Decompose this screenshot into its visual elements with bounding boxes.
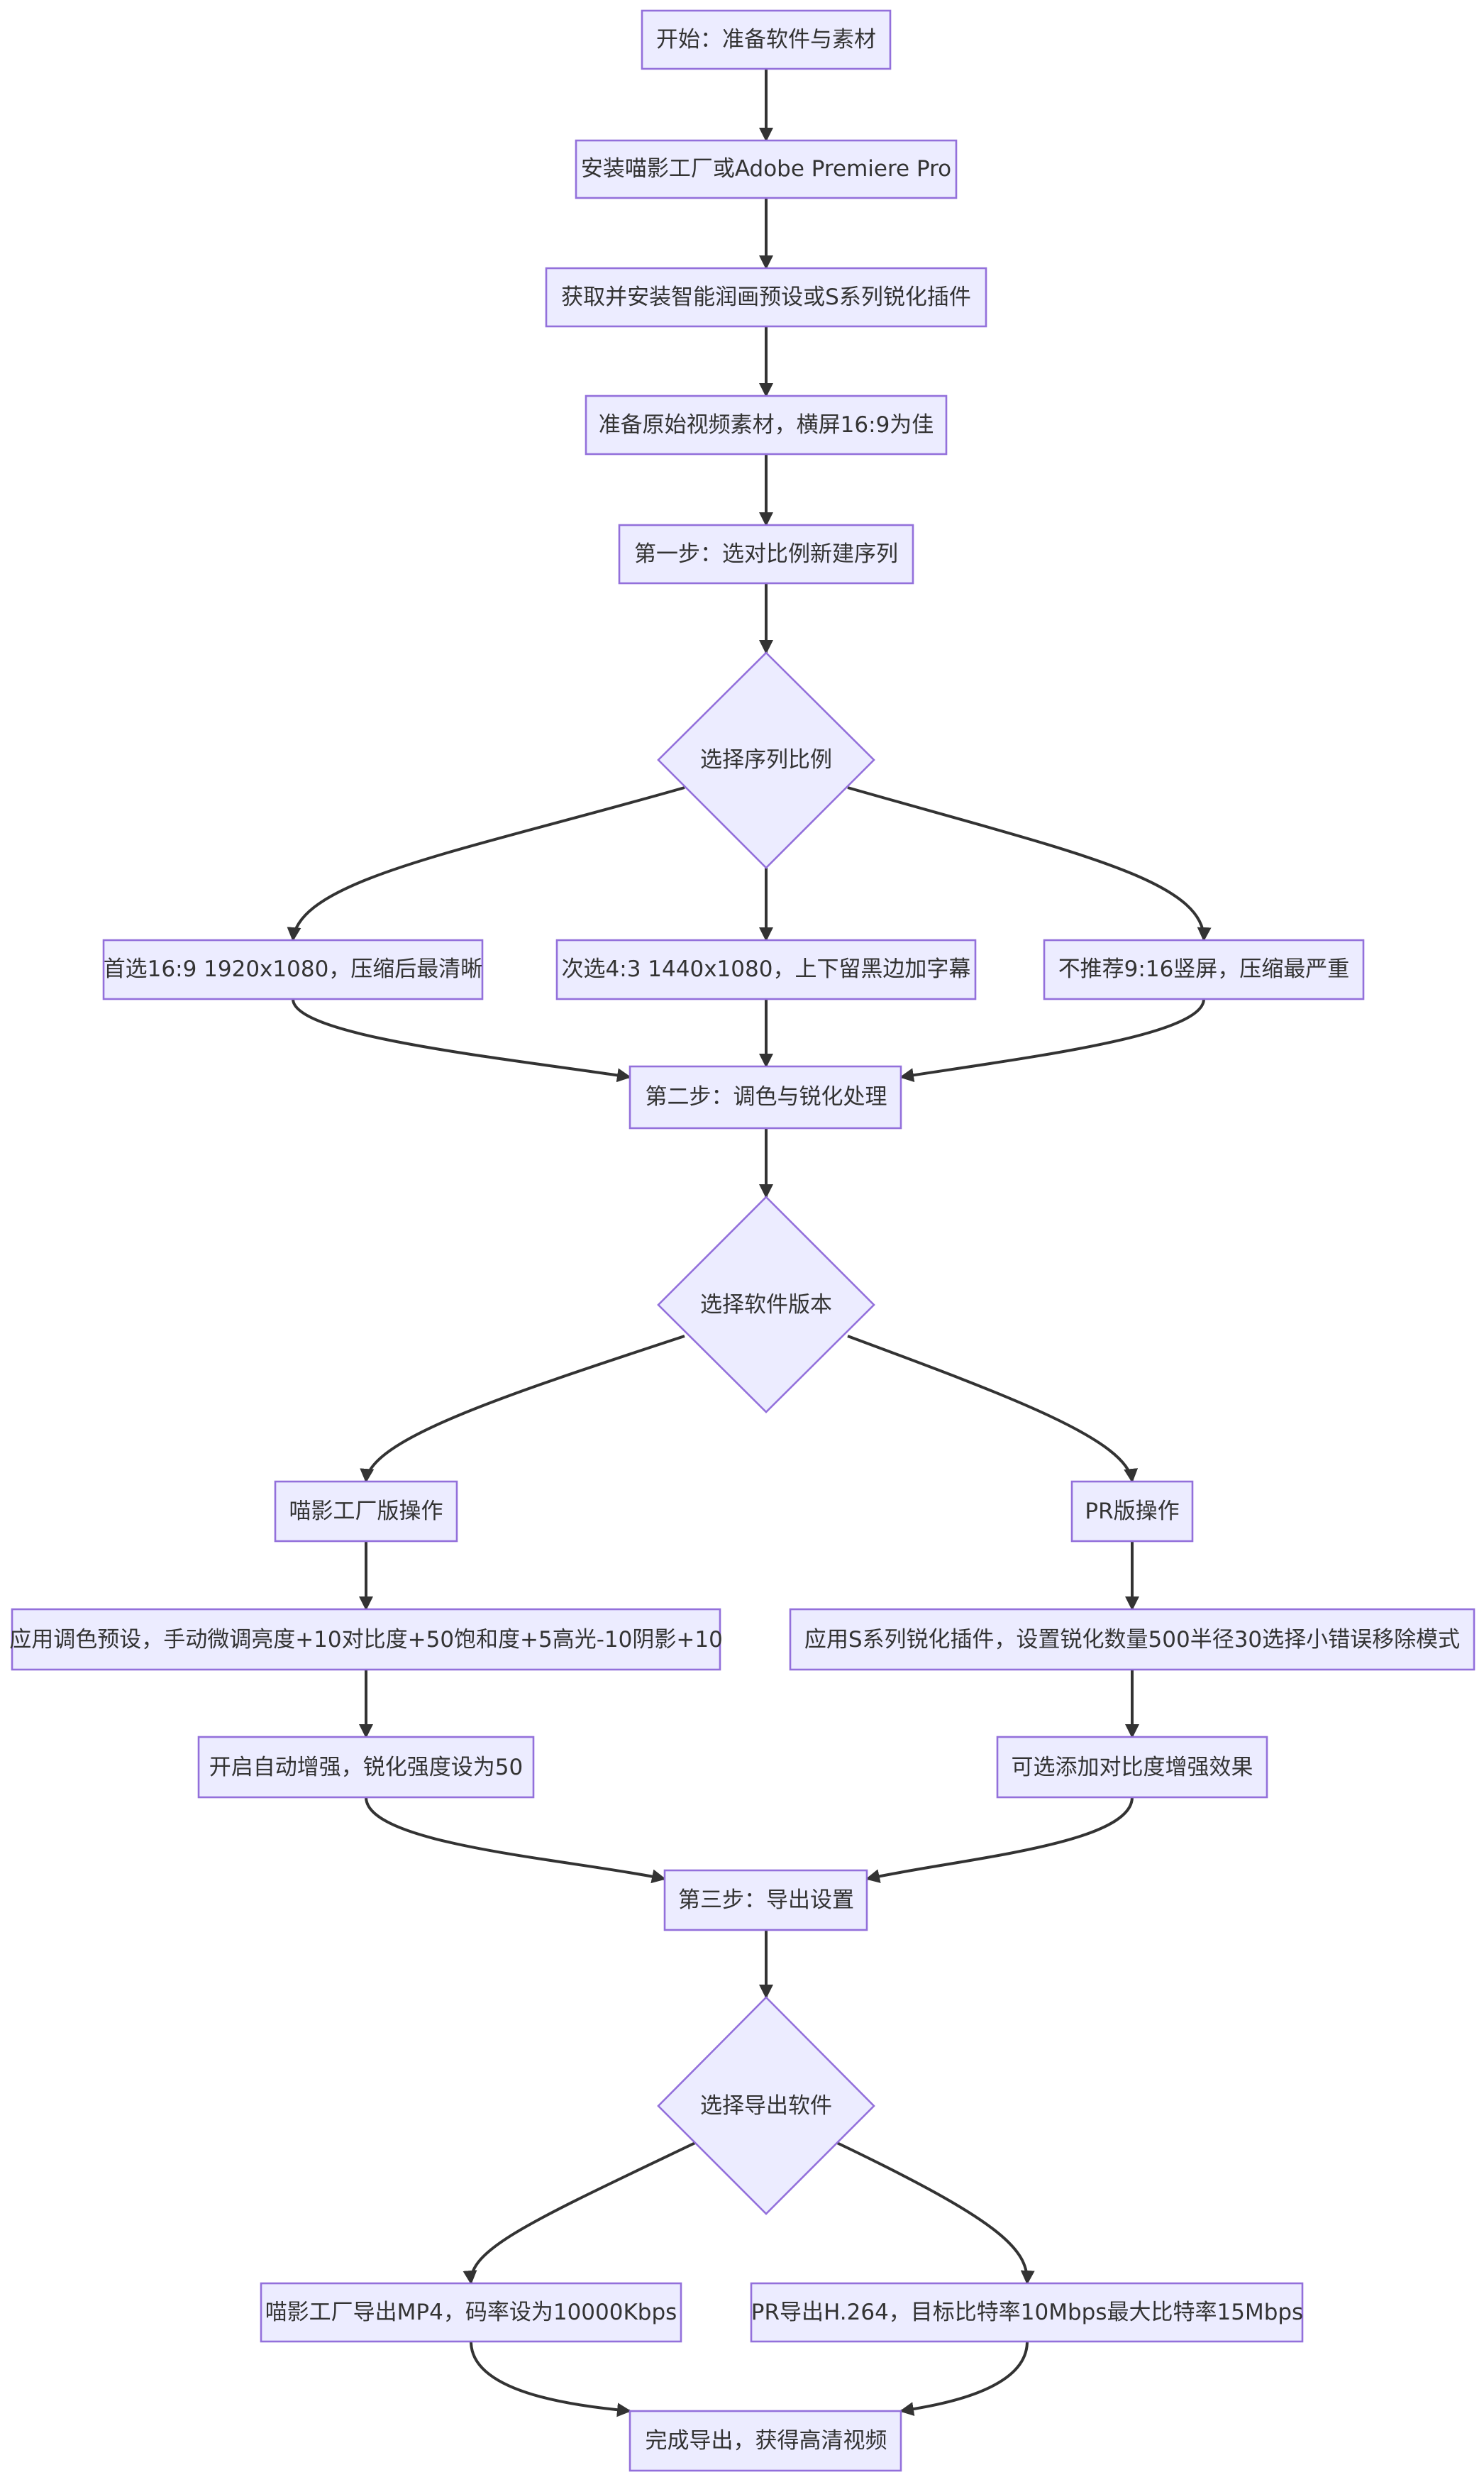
- node-pr-contrast-label: 可选添加对比度增强效果: [1012, 1755, 1253, 1780]
- node-ratio-43-box: [555, 939, 977, 1000]
- node-software-decision-label: 选择软件版本: [700, 1292, 832, 1318]
- node-plugin: 获取并安装智能润画预设或S系列锐化插件: [545, 267, 987, 328]
- node-miao-ops: 喵影工厂版操作: [274, 1480, 458, 1543]
- node-done-box: [629, 2410, 902, 2472]
- node-start-label: 开始：准备软件与素材: [656, 27, 876, 53]
- node-step2-box: [629, 1065, 902, 1130]
- node-ratio-43-label: 次选4:3 1440x1080，上下留黑边加字幕: [562, 956, 971, 982]
- node-step1-label: 第一步：选对比例新建序列: [634, 541, 898, 567]
- node-done: 完成导出，获得高清视频: [629, 2410, 902, 2472]
- node-miao-color-label: 应用调色预设，手动微调亮度+10对比度+50饱和度+5高光-10阴影+10: [9, 1627, 723, 1653]
- node-miao-enhance: 开启自动增强，锐化强度设为50: [197, 1736, 535, 1799]
- node-install: 安装喵影工厂或Adobe Premiere Pro: [575, 139, 958, 199]
- node-pr-export-box: [750, 2282, 1304, 2343]
- edges: [287, 69, 1212, 2417]
- edge-pr-contrast-to-step3: [865, 1797, 1134, 1883]
- node-ratio-916-label: 不推荐9:16竖屏，压缩最严重: [1058, 956, 1350, 982]
- node-pr-ops-box: [1070, 1480, 1194, 1543]
- node-step3: 第三步：导出设置: [663, 1869, 868, 1931]
- node-miao-enhance-box: [197, 1736, 535, 1799]
- node-miao-export: 喵影工厂导出MP4，码率设为10000Kbps: [260, 2282, 682, 2343]
- node-miao-color-box: [11, 1608, 721, 1671]
- node-pr-contrast: 可选添加对比度增强效果: [996, 1736, 1268, 1799]
- node-pr-sharpen-box: [789, 1608, 1475, 1671]
- edge-miao-export-to-done: [470, 2341, 631, 2417]
- node-export-decision: 选择导出软件: [657, 1996, 875, 2215]
- node-pr-export-label: PR导出H.264，目标比特率10Mbps最大比特率15Mbps: [751, 2300, 1303, 2325]
- node-done-label: 完成导出，获得高清视频: [646, 2428, 887, 2454]
- node-footage: 准备原始视频素材，横屏16:9为佳: [585, 395, 948, 456]
- node-plugin-label: 获取并安装智能润画预设或S系列锐化插件: [561, 285, 971, 310]
- edge-pr-export-to-done: [899, 2341, 1029, 2417]
- node-ratio-916-box: [1043, 939, 1365, 1000]
- node-pr-sharpen: 应用S系列锐化插件，设置锐化数量500半径30选择小错误移除模式: [789, 1608, 1475, 1671]
- node-step2: 第二步：调色与锐化处理: [629, 1065, 902, 1130]
- node-ratio-169-label: 首选16:9 1920x1080，压缩后最清晰: [104, 956, 483, 982]
- edge-916-to-step2: [899, 998, 1205, 1083]
- node-step1: 第一步：选对比例新建序列: [618, 524, 914, 585]
- edge-ratio-decision-to-916: [847, 786, 1212, 942]
- nodes: 开始：准备软件与素材 安装喵影工厂或Adobe Premiere Pro 获取并…: [9, 9, 1475, 2472]
- node-install-box: [575, 139, 958, 199]
- node-footage-box: [585, 395, 948, 456]
- node-pr-contrast-box: [996, 1736, 1268, 1799]
- edge-software-decision-to-pr: [847, 1335, 1139, 1483]
- node-miao-export-box: [260, 2282, 682, 2343]
- node-pr-ops: PR版操作: [1070, 1480, 1194, 1543]
- node-export-decision-label: 选择导出软件: [700, 2093, 832, 2119]
- edge-export-decision-to-miao-export: [463, 2141, 696, 2285]
- node-ratio-decision: 选择序列比例: [657, 651, 875, 869]
- node-step3-box: [663, 1869, 868, 1931]
- node-export-decision-diamond: [657, 1996, 875, 2215]
- node-plugin-box: [545, 267, 987, 328]
- node-software-decision: 选择软件版本: [657, 1196, 875, 1413]
- node-step1-box: [618, 524, 914, 585]
- node-start-box: [641, 9, 892, 70]
- node-start: 开始：准备软件与素材: [641, 9, 892, 70]
- node-ratio-916: 不推荐9:16竖屏，压缩最严重: [1043, 939, 1365, 1000]
- edge-ratio-decision-to-169: [287, 786, 685, 942]
- node-ratio-43: 次选4:3 1440x1080，上下留黑边加字幕: [555, 939, 977, 1000]
- node-ratio-decision-label: 选择序列比例: [700, 747, 832, 773]
- node-pr-sharpen-label: 应用S系列锐化插件，设置锐化数量500半径30选择小错误移除模式: [804, 1627, 1460, 1653]
- edge-miao-enhance-to-step3: [365, 1797, 666, 1884]
- node-software-decision-diamond: [657, 1196, 875, 1413]
- edge-export-decision-to-pr-export: [836, 2141, 1035, 2285]
- node-miao-ops-label: 喵影工厂版操作: [289, 1499, 443, 1524]
- node-ratio-decision-diamond: [657, 651, 875, 869]
- node-miao-ops-box: [274, 1480, 458, 1543]
- node-ratio-169-box: [102, 939, 484, 1000]
- node-ratio-169: 首选16:9 1920x1080，压缩后最清晰: [102, 939, 484, 1000]
- edge-software-decision-to-miao: [360, 1335, 685, 1483]
- node-step2-label: 第二步：调色与锐化处理: [646, 1084, 887, 1110]
- node-pr-export: PR导出H.264，目标比特率10Mbps最大比特率15Mbps: [750, 2282, 1304, 2343]
- node-install-label: 安装喵影工厂或Adobe Premiere Pro: [581, 156, 951, 182]
- node-miao-color: 应用调色预设，手动微调亮度+10对比度+50饱和度+5高光-10阴影+10: [9, 1608, 723, 1671]
- node-step3-label: 第三步：导出设置: [678, 1887, 854, 1913]
- edge-169-to-step2: [292, 998, 631, 1083]
- node-miao-enhance-label: 开启自动增强，锐化强度设为50: [209, 1755, 523, 1780]
- node-miao-export-label: 喵影工厂导出MP4，码率设为10000Kbps: [265, 2300, 677, 2325]
- node-footage-label: 准备原始视频素材，横屏16:9为佳: [599, 412, 934, 438]
- node-pr-ops-label: PR版操作: [1085, 1499, 1179, 1524]
